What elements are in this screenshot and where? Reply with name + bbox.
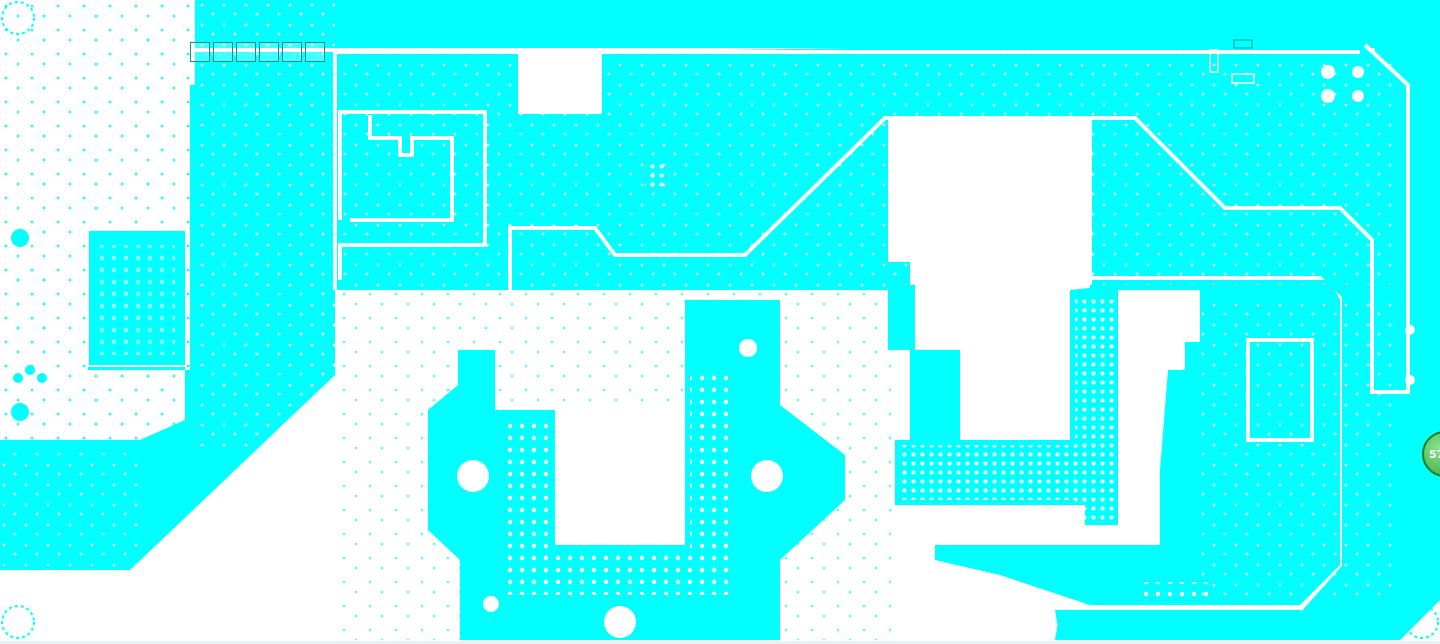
viewer-bottom-edge (0, 641, 1440, 644)
title-glyph-box (305, 42, 325, 62)
title-glyph-box (236, 42, 256, 62)
copper-center-h-shape (428, 300, 845, 640)
connector-left (11, 229, 48, 421)
copper-bga-region (888, 262, 1118, 525)
component-outline (1231, 73, 1255, 84)
badge-label: 57 (1429, 447, 1440, 461)
component-outline (1233, 39, 1253, 49)
substrate-dots-left (0, 0, 195, 450)
component-outline (1209, 49, 1219, 73)
title-glyph-box (282, 42, 302, 62)
title-glyph-box (259, 42, 279, 62)
title-glyph-box (213, 42, 233, 62)
layer-title: □□□□□□ (190, 42, 325, 62)
title-glyph-box (190, 42, 210, 62)
